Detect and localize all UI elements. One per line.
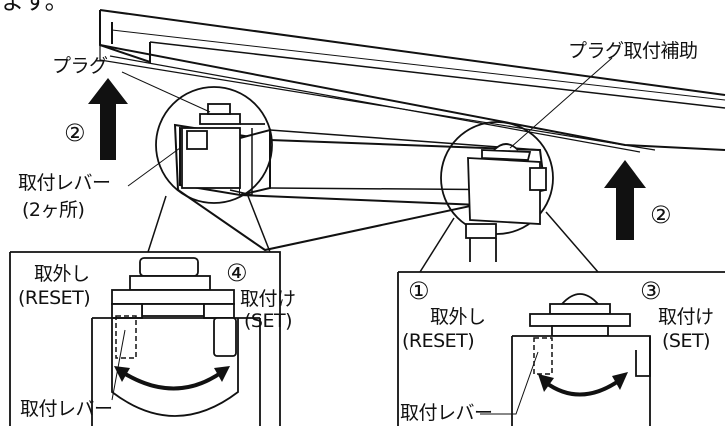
push-up-arrow-right: [604, 160, 646, 240]
left-zoom-circle: [155, 86, 273, 204]
inset-right-attach-1: 取付け: [658, 306, 714, 328]
right-inset-panel: [397, 271, 725, 426]
top-partial-text: ます。: [0, 0, 69, 15]
right-zoom-circle: [440, 121, 554, 262]
inset-left-attach-1: 取付け: [240, 288, 296, 310]
step-4: ④: [226, 259, 248, 287]
lever-label-left-2: (2ヶ所): [22, 199, 85, 221]
inset-left-remove-1: 取外し: [34, 263, 90, 285]
inset-right-lever: 取付レバー: [400, 402, 493, 424]
push-up-arrow-left: [88, 78, 128, 160]
inset-right-remove-1: 取外し: [430, 306, 486, 328]
inset-left-remove-2: (RESET): [18, 287, 91, 309]
plug-label: プラグ: [52, 55, 108, 77]
inset-right-attach-2: (SET): [662, 330, 711, 352]
lighting-rail: [99, 9, 726, 153]
inset-left-lever: 取付レバー: [20, 398, 113, 420]
plug-mount-aid-label: プラグ取付補助: [568, 40, 698, 62]
step-1: ①: [408, 277, 430, 305]
inset-left-attach-2: (SET): [244, 310, 293, 332]
zoom-connector-lines: [147, 195, 599, 273]
inset-right-remove-2: (RESET): [402, 330, 475, 352]
step-2-right: ②: [650, 201, 672, 229]
lever-label-left-1: 取付レバー: [18, 172, 111, 194]
step-3: ③: [640, 277, 662, 305]
step-2-left: ②: [64, 119, 86, 147]
leader-lines: [111, 57, 613, 415]
